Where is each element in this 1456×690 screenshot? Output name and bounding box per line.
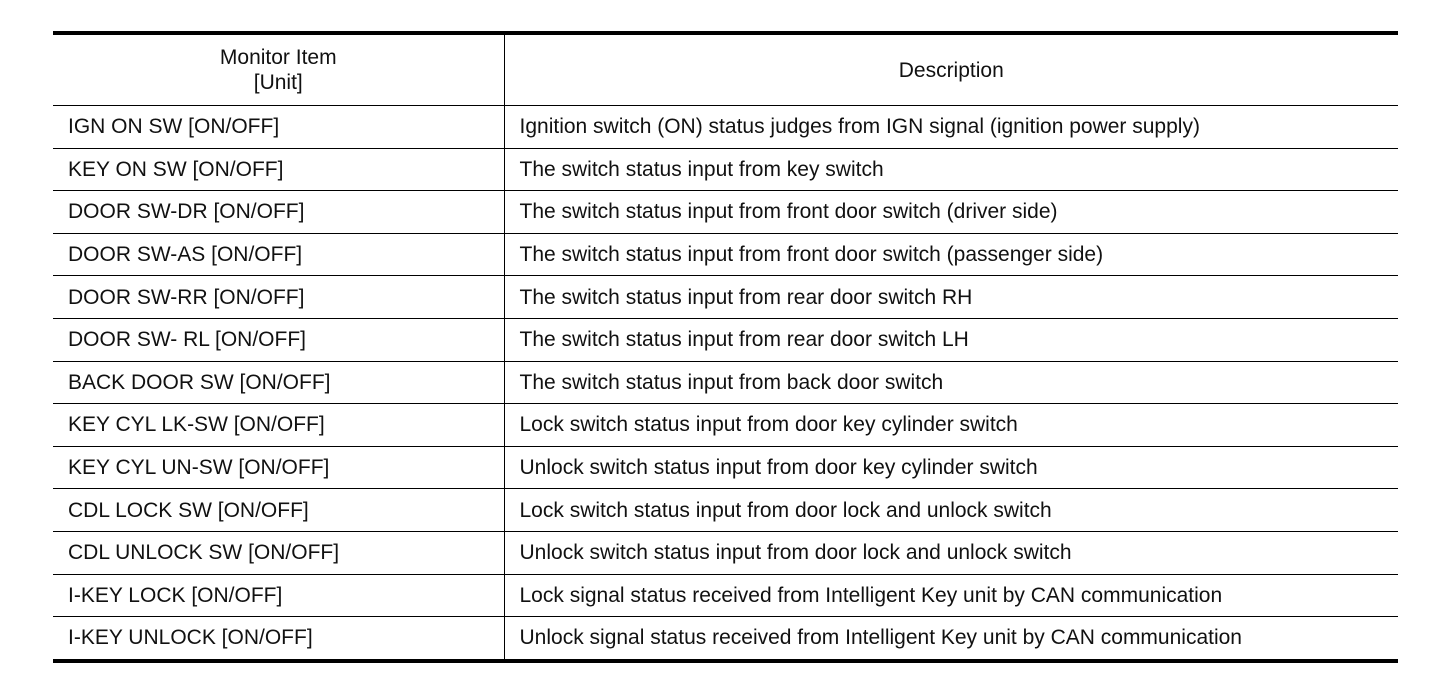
column-header-monitor-item: Monitor Item [Unit] [53,33,504,106]
monitor-item-cell: KEY ON SW [ON/OFF] [53,148,504,192]
monitor-item-cell: DOOR SW-DR [ON/OFF] [53,190,504,234]
monitor-item-cell: I-KEY UNLOCK [ON/OFF] [68,626,313,650]
description-cell: The switch status input from back door s… [503,361,1398,405]
table-row: I-KEY UNLOCK [ON/OFF] Unlock signal statu… [53,616,1398,661]
table-row: BACK DOOR SW [ON/OFF]The switch status i… [53,361,1398,405]
description-cell: Unlock switch status input from door loc… [503,531,1398,575]
table-body: IGN ON SW [ON/OFF]Ignition switch (ON) s… [53,105,1398,661]
description-cell: The switch status input from rear door s… [503,275,1398,319]
monitor-item-cell: KEY CYL UN-SW [ON/OFF] [53,446,504,490]
monitor-item-cell: I-KEY LOCK [ON/OFF] [53,574,504,618]
description-cell: The switch status input from key switch [503,148,1398,192]
monitor-item-cell: DOOR SW-RR [ON/OFF] [53,275,504,319]
header-row: Monitor Item [Unit] Description [53,33,1398,106]
monitor-item-cell: CDL LOCK SW [ON/OFF] [53,488,504,532]
table-row: DOOR SW-RR [ON/OFF]The switch status inp… [53,275,1398,319]
description-cell: Unlock switch status input from door key… [503,446,1398,490]
monitor-item-table: Monitor Item [Unit] Description IGN ON S… [53,31,1398,663]
column-header-description: Description [503,33,1398,106]
column-header-unit-label: [Unit] [253,71,303,94]
table-row: KEY ON SW [ON/OFF]The switch status inpu… [53,148,1398,192]
table-row: DOOR SW-DR [ON/OFF]The switch status inp… [53,190,1398,234]
description-cell: The switch status input from front door … [503,233,1398,277]
table-row: DOOR SW- RL [ON/OFF]The switch status in… [53,318,1398,362]
table-row: DOOR SW-AS [ON/OFF]The switch status inp… [53,233,1398,277]
monitor-item-cell: KEY CYL LK-SW [ON/OFF] [53,403,504,447]
monitor-item-cell: BACK DOOR SW [ON/OFF] [53,361,504,405]
description-cell: Ignition switch (ON) status judges from … [503,105,1398,149]
description-cell: Unlock signal status received from Intel… [503,616,1398,661]
description-cell: Lock switch status input from door lock … [503,488,1398,532]
description-cell: The switch status input from front door … [503,190,1398,234]
description-cell: Lock signal status received from Intelli… [503,574,1398,618]
description-cell: The switch status input from rear door s… [503,318,1398,362]
table-row: KEY CYL LK-SW [ON/OFF]Lock switch status… [53,403,1398,447]
monitor-item-table-container: Monitor Item [Unit] Description IGN ON S… [53,31,1398,663]
monitor-item-cell: CDL UNLOCK SW [ON/OFF] [53,531,504,575]
table-header: Monitor Item [Unit] Description [53,33,1398,106]
column-header-monitor-item-label: Monitor Item [219,46,337,69]
monitor-item-cell: DOOR SW- RL [ON/OFF] [53,318,504,362]
monitor-item-cell: IGN ON SW [ON/OFF] [53,105,504,149]
table-row: I-KEY LOCK [ON/OFF]Lock signal status re… [53,574,1398,618]
monitor-item-cell: DOOR SW-AS [ON/OFF] [53,233,504,277]
table-row: CDL LOCK SW [ON/OFF]Lock switch status i… [53,488,1398,532]
table-row: KEY CYL UN-SW [ON/OFF]Unlock switch stat… [53,446,1398,490]
table-row: CDL UNLOCK SW [ON/OFF]Unlock switch stat… [53,531,1398,575]
description-cell: Lock switch status input from door key c… [503,403,1398,447]
table-row: IGN ON SW [ON/OFF]Ignition switch (ON) s… [53,105,1398,149]
